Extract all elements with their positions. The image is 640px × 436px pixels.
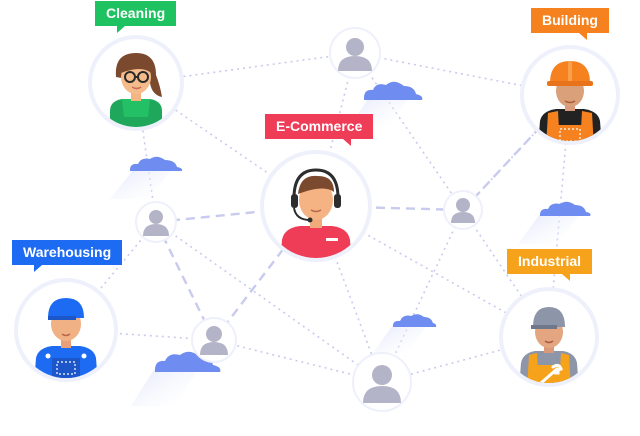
industrial-label-text: Industrial [518, 253, 582, 269]
generic-user-icon [135, 201, 177, 243]
cloud-icon [110, 156, 183, 199]
mechanic-wrench-avatar-icon [499, 287, 599, 387]
cloud-icon [518, 201, 591, 244]
building-label: Building [531, 8, 609, 40]
cleaning-label: Cleaning [95, 1, 177, 33]
cleaner-woman-avatar-icon [88, 35, 184, 131]
industrial-label: Industrial [507, 249, 593, 281]
generic-user-icon [329, 27, 381, 79]
cloud-icon [373, 314, 437, 353]
ecommerce-label-text: E-Commerce [276, 118, 363, 134]
user-nodes [135, 27, 483, 412]
generic-user-icon [443, 190, 483, 230]
support-agent-headset-avatar-icon [260, 150, 372, 262]
warehouse-worker-avatar-icon [14, 278, 118, 382]
building-label-text: Building [542, 12, 598, 28]
cleaning-label-text: Cleaning [106, 5, 166, 21]
generic-user-icon [352, 352, 412, 412]
construction-worker-avatar-icon [520, 45, 620, 145]
generic-user-icon [191, 317, 237, 363]
ecommerce-label: E-Commerce [265, 114, 374, 146]
warehousing-label-text: Warehousing [23, 244, 112, 260]
warehousing-label: Warehousing [12, 240, 123, 272]
